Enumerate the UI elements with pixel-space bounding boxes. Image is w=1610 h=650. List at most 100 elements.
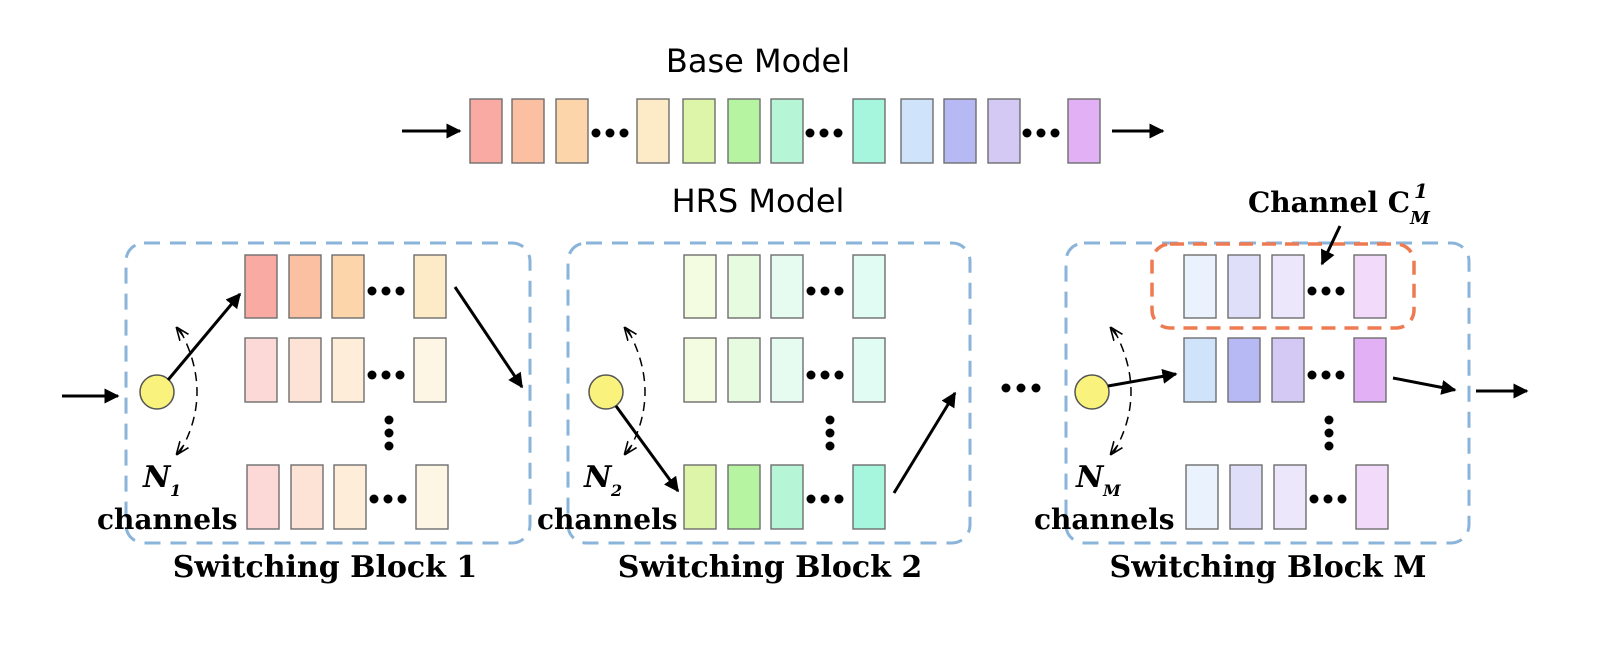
channel-layer (331, 337, 365, 403)
channel-layer (1355, 464, 1389, 530)
switch-node-m (1074, 374, 1110, 410)
rotation-arc-1 (179, 329, 198, 453)
block2-route-arrow (614, 405, 680, 493)
blockm-n-subscript: M (1102, 481, 1122, 500)
channel-layer (1271, 337, 1305, 403)
base-layer (852, 98, 886, 164)
block1-label: Switching Block 1 (173, 550, 478, 585)
channel-layer (331, 254, 365, 319)
base-layer (987, 98, 1021, 164)
base-ellipsis (591, 128, 629, 138)
channel-layer (1185, 464, 1219, 530)
channel-layer (852, 254, 886, 319)
blockm-vertical-ellipsis (1324, 415, 1334, 451)
channel-layer (727, 464, 761, 530)
base-layer (469, 98, 503, 164)
channel-ellipsis (367, 286, 405, 296)
block1-route-arrow (166, 292, 242, 381)
base-layer (1067, 98, 1101, 164)
blockm-exit-arrow (1392, 376, 1457, 395)
channel-ellipsis (806, 494, 844, 504)
channel-layer (1229, 464, 1263, 530)
channel-layer (244, 337, 278, 403)
block2-n-symbol: N (583, 460, 613, 495)
block1-channels-label: channels (97, 503, 237, 536)
switching-block-m (1064, 241, 1471, 545)
channel-ellipsis (369, 494, 407, 504)
block2-vertical-ellipsis (825, 415, 835, 451)
channel-layer (727, 254, 761, 319)
blockm-label: Switching Block M (1110, 550, 1427, 585)
base-ellipsis (1022, 128, 1060, 138)
channel-layer (683, 464, 717, 530)
base-ellipsis (805, 128, 843, 138)
channel-ellipsis (1307, 286, 1345, 296)
base-layer (511, 98, 545, 164)
channel-callout-label: Channel C (1248, 186, 1410, 219)
channel-layer (770, 464, 804, 530)
base-layer (900, 98, 934, 164)
block2-n-subscript: 2 (610, 481, 622, 500)
channel-ellipsis (806, 286, 844, 296)
channel-layer (1227, 254, 1261, 319)
channel-layer (1273, 464, 1307, 530)
channel-layer (852, 337, 886, 403)
channel-layer (1353, 337, 1387, 403)
channel-layer (770, 337, 804, 403)
channel-layer (1271, 254, 1305, 319)
switch-node-1 (139, 374, 175, 410)
channel-layer (244, 254, 278, 319)
channel-layer (1183, 254, 1217, 319)
block2-label: Switching Block 2 (618, 550, 923, 585)
channel-ellipsis (367, 370, 405, 380)
channel-layer (290, 464, 324, 530)
channel-layer (288, 254, 322, 319)
blockm-route-arrow (1107, 368, 1178, 388)
channel-layer (1183, 337, 1217, 403)
channel-layer (770, 254, 804, 319)
base-layer (727, 98, 761, 164)
rotation-arc-m (1113, 329, 1132, 453)
base-layer (943, 98, 977, 164)
channel-layer (683, 254, 717, 319)
channel-ellipsis (806, 370, 844, 380)
switching-block-1 (124, 241, 532, 545)
channel-ellipsis (1309, 494, 1347, 504)
block1-n-symbol: N (142, 460, 172, 495)
channel-ellipsis (1307, 370, 1345, 380)
block2-channels-label: channels (537, 503, 677, 536)
rotation-arc-1-bottom-head (177, 446, 183, 454)
base-model-title: Base Model (666, 42, 850, 80)
base-layer (555, 98, 589, 164)
channel-layer (246, 464, 280, 530)
channel-layer (413, 337, 447, 403)
hrs-channel-layers (244, 254, 1389, 530)
blockm-n-symbol: N (1075, 460, 1105, 495)
channel-layer (683, 337, 717, 403)
blockm-channels-label: channels (1034, 503, 1174, 536)
block1-vertical-ellipsis (384, 415, 394, 451)
rotation-arc-m-top-head (1111, 328, 1117, 336)
block2-exit-arrow (892, 391, 957, 494)
rotation-arc-1-top-head (177, 328, 183, 336)
channel-callout-sub: M (1409, 208, 1431, 229)
channel-layer (415, 464, 449, 530)
block1-n-subscript: 1 (170, 481, 181, 500)
channel-layer (288, 337, 322, 403)
base-layer (770, 98, 804, 164)
rotation-arc-2 (627, 329, 646, 453)
channel-layer (852, 464, 886, 530)
switching-block-2 (566, 241, 972, 545)
base-model-layers (469, 98, 1101, 164)
channel-layer (727, 337, 761, 403)
rotation-arc-2-top-head (625, 328, 631, 336)
hrs-model-title: HRS Model (672, 182, 845, 220)
channel-callout-arrow (1320, 225, 1342, 266)
rotation-arc-m-bottom-head (1111, 446, 1117, 454)
between-blocks-ellipsis (1001, 383, 1041, 393)
channel-layer (413, 254, 447, 319)
channel-callout-sup: 1 (1414, 179, 1428, 203)
channel-layer (1353, 254, 1387, 319)
